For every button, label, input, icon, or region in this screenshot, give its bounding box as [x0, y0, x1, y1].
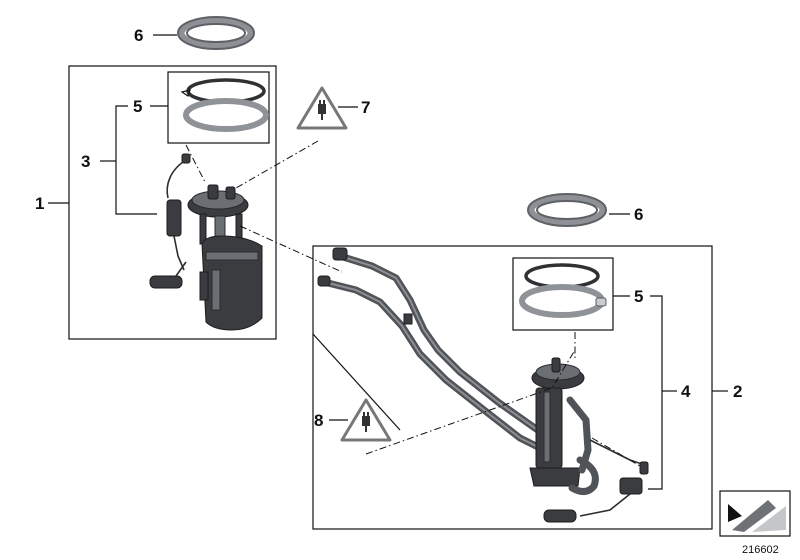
callout-5-right: 5 [634, 287, 643, 306]
callout-4: 4 [681, 382, 691, 401]
locking-ring-right [527, 193, 607, 227]
leader-3 [115, 105, 157, 215]
view-direction-arrow-icon [719, 490, 791, 537]
seal-kit-box-left [167, 71, 270, 144]
callout-1: 1 [35, 194, 44, 213]
assembly-box-2 [312, 245, 713, 530]
fuel-lines [317, 247, 556, 456]
seal-kit-box-right [512, 257, 614, 331]
dashed-link-sensor-right [591, 437, 641, 467]
callout-5-left: 5 [133, 97, 142, 116]
electrostatic-warning-icon-8 [340, 398, 392, 442]
fuel-pump-module-right [529, 357, 649, 523]
callout-6-top: 6 [134, 26, 143, 45]
reference-number: 216602 [742, 544, 779, 556]
callout-8: 8 [314, 411, 323, 430]
locking-ring-top [177, 16, 255, 50]
electrostatic-warning-icon-7 [296, 86, 348, 130]
dashed-link-seal-left [185, 144, 206, 183]
callout-6-right: 6 [634, 205, 643, 224]
seal-kit-left [180, 78, 269, 132]
assembly-box-2-diagonal [312, 333, 401, 431]
callout-7: 7 [361, 98, 370, 117]
callout-3: 3 [81, 152, 90, 171]
fuel-pump-module-left [149, 153, 263, 331]
seal-kit-right [519, 263, 607, 318]
dashed-link-modules [239, 225, 343, 273]
callout-2: 2 [733, 382, 742, 401]
leader-4 [648, 295, 663, 490]
dashed-link-7 [235, 140, 319, 189]
